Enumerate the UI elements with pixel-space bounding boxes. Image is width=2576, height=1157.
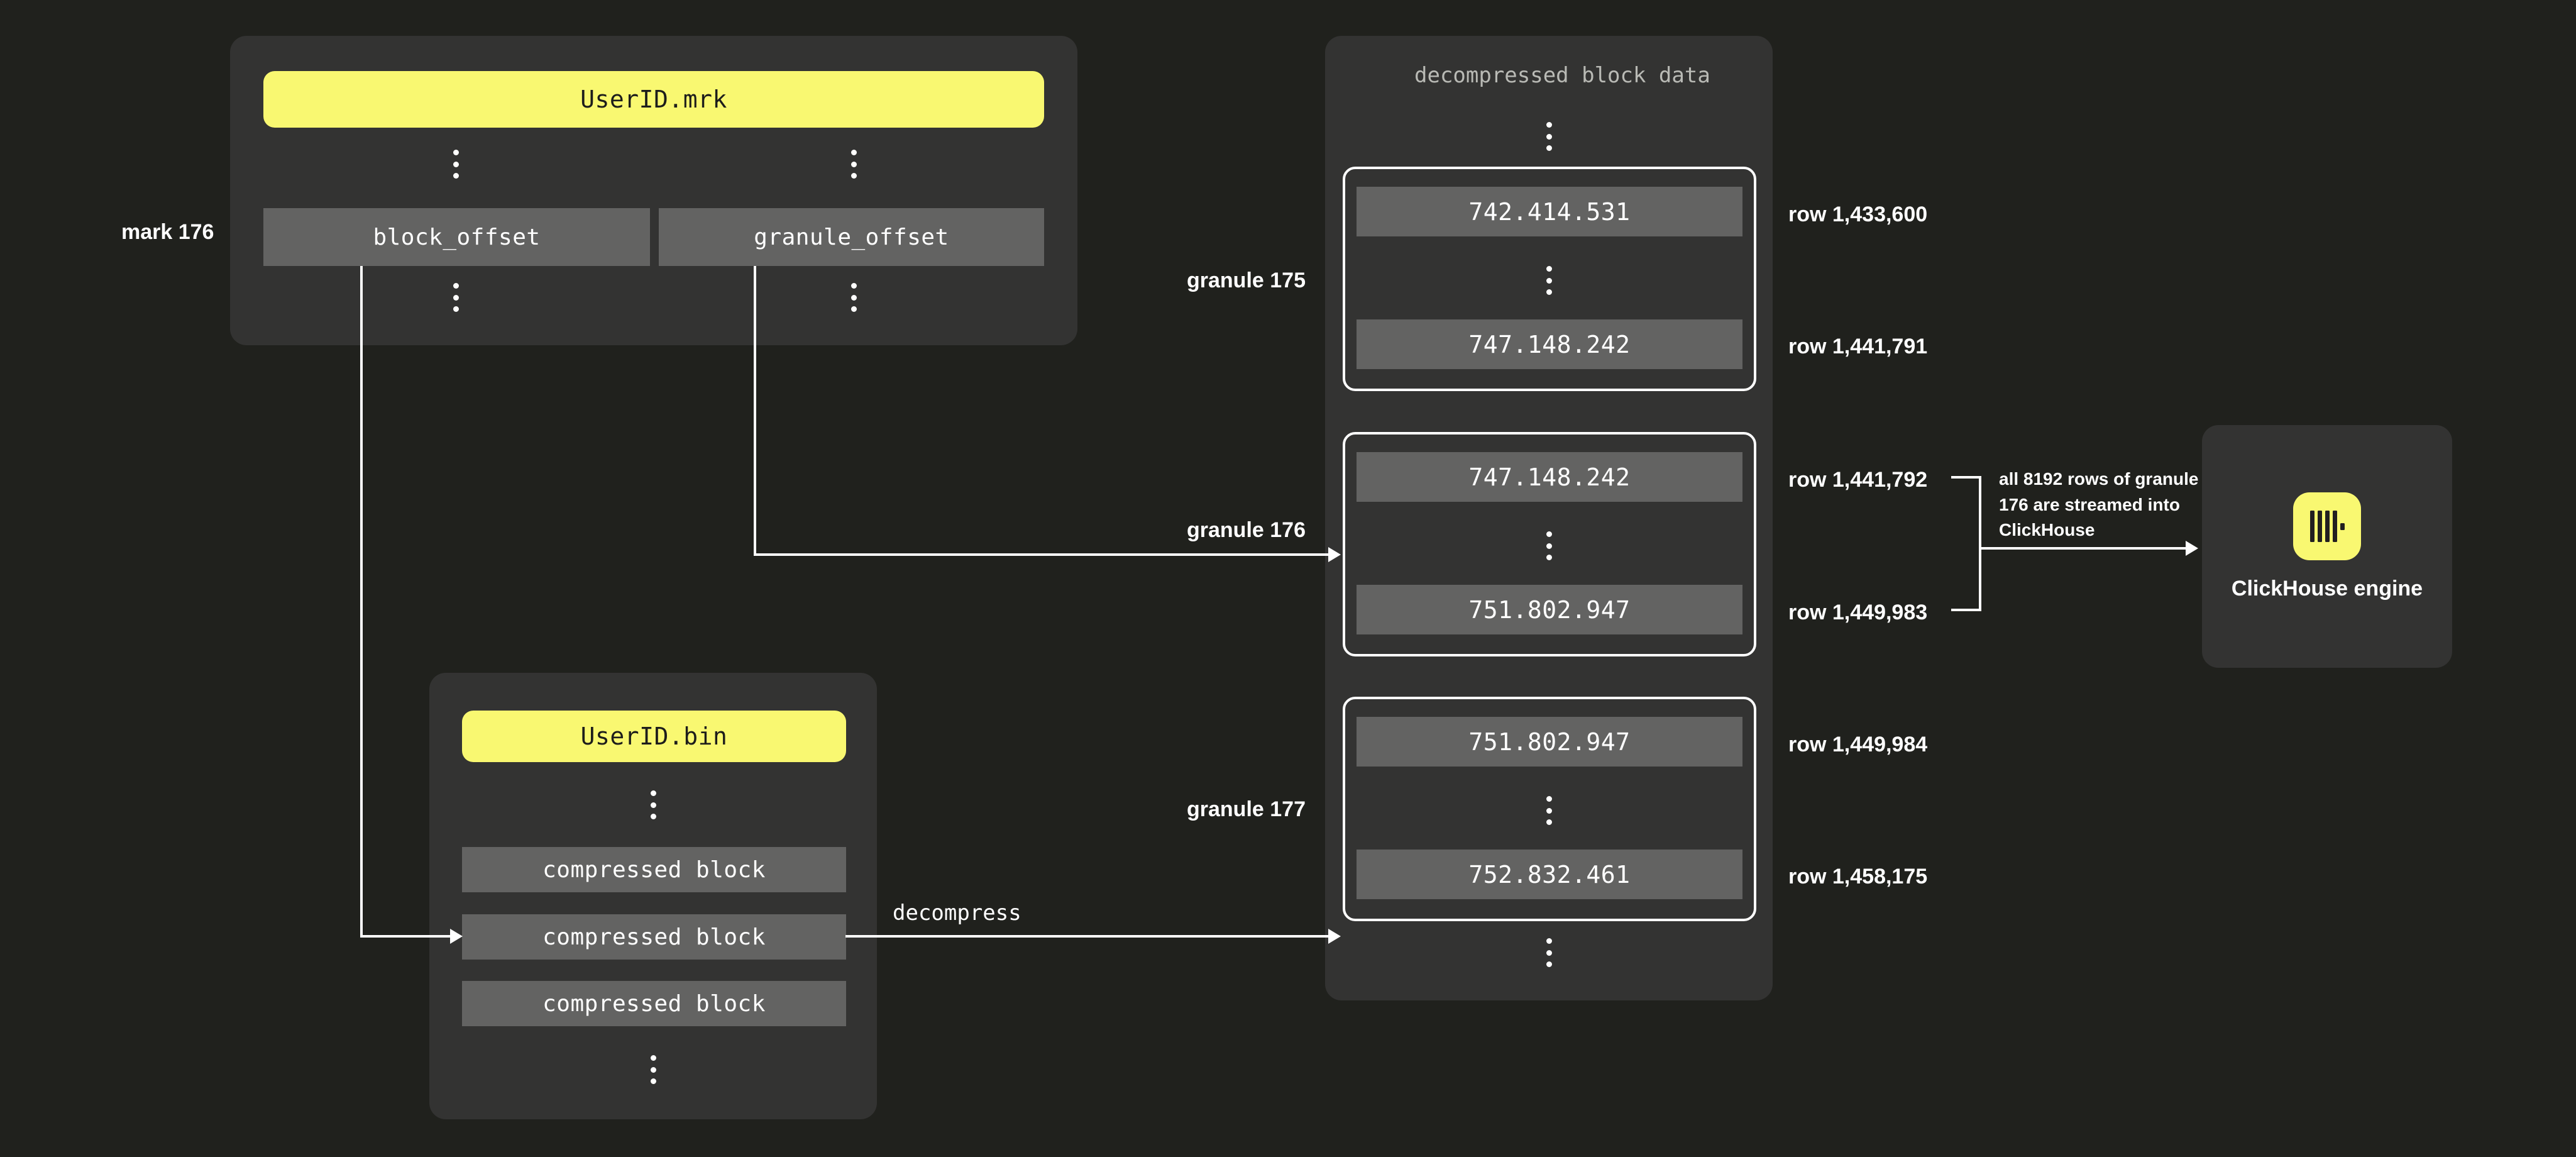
granule-176-first-value: 747.148.242 (1357, 452, 1742, 502)
granule-177-first-value: 751.802.947 (1357, 717, 1742, 767)
block-offset-arrowhead-icon (450, 929, 463, 944)
granule-175-first-value: 742.414.531 (1357, 187, 1742, 236)
granule-offset-connector-vertical (754, 266, 756, 555)
ellipsis-icon (649, 790, 657, 819)
markfile-title-chip: UserID.mrk (263, 71, 1044, 128)
ellipsis-icon (850, 283, 857, 312)
granule-177-box (1343, 697, 1756, 921)
clickhouse-engine-card: ClickHouse engine (2202, 425, 2452, 668)
ellipsis-icon (1545, 796, 1553, 825)
granule-176-box (1343, 432, 1756, 656)
block-offset-connector-vertical (360, 266, 363, 936)
decompress-label: decompress (893, 900, 1021, 926)
granule-offset-connector-horizontal (754, 553, 1332, 556)
ellipsis-icon (850, 150, 857, 179)
block-offset-cell: block_offset (263, 208, 650, 266)
granule-176-last-row-label: row 1,449,983 (1788, 601, 1928, 624)
granule-175-first-row-label: row 1,433,600 (1788, 202, 1928, 226)
compressed-block-cell: compressed block (462, 914, 846, 960)
bracket-bottom-arm (1951, 609, 1981, 611)
ellipsis-icon (452, 283, 460, 312)
clickhouse-logo-icon (2293, 492, 2361, 560)
bracket-spine (1979, 476, 1981, 611)
ellipsis-icon (1545, 122, 1553, 151)
mark-row-label: mark 176 (121, 220, 214, 244)
engine-connector (1979, 547, 2188, 550)
decompressed-panel-title: decompressed block data (1414, 63, 1710, 88)
engine-annotation: all 8192 rows of granule 176 are streame… (1999, 469, 2199, 540)
ellipsis-icon (649, 1055, 657, 1084)
bracket-top-arm (1951, 476, 1981, 479)
granule-175-label: granule 175 (1187, 268, 1306, 292)
granule-175-box (1343, 167, 1756, 391)
decompress-connector (845, 935, 1332, 938)
granule-offset-arrowhead-icon (1328, 547, 1341, 562)
ellipsis-icon (1545, 938, 1553, 967)
granule-176-last-value: 751.802.947 (1357, 585, 1742, 634)
granule-176-first-row-label: row 1,441,792 (1788, 468, 1928, 492)
granule-175-last-row-label: row 1,441,791 (1788, 335, 1928, 358)
ellipsis-icon (1545, 531, 1553, 560)
granule-177-first-row-label: row 1,449,984 (1788, 733, 1928, 756)
compressed-block-cell: compressed block (462, 981, 846, 1026)
compressed-block-cell: compressed block (462, 847, 846, 892)
block-offset-connector-horizontal (360, 935, 453, 938)
granule-177-last-value: 752.832.461 (1357, 850, 1742, 899)
ellipsis-icon (1545, 266, 1553, 295)
granule-175-last-value: 747.148.242 (1357, 319, 1742, 369)
engine-arrowhead-icon (2186, 541, 2198, 556)
granule-176-label: granule 176 (1187, 518, 1306, 542)
binfile-title-chip: UserID.bin (462, 711, 846, 762)
granule-offset-cell: granule_offset (659, 208, 1044, 266)
decompress-arrowhead-icon (1328, 929, 1341, 944)
clickhouse-engine-label: ClickHouse engine (2231, 576, 2423, 601)
ellipsis-icon (452, 150, 460, 179)
granule-177-last-row-label: row 1,458,175 (1788, 865, 1928, 889)
granule-177-label: granule 177 (1187, 797, 1306, 821)
